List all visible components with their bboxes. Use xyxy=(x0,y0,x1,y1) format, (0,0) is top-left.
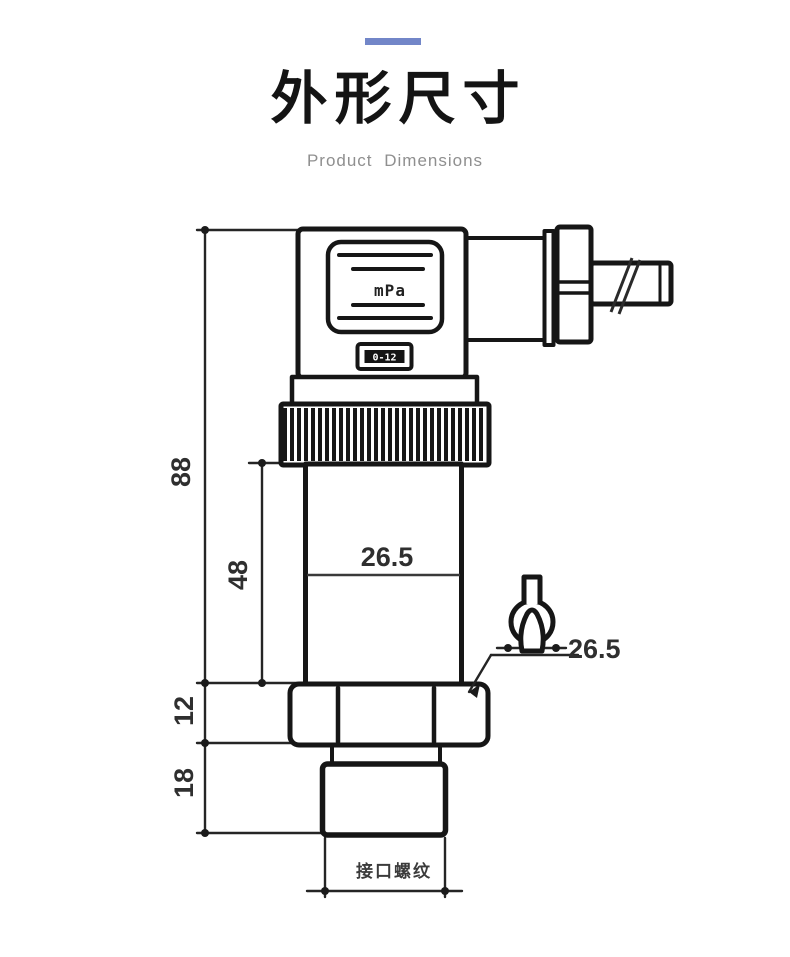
hex-nut xyxy=(287,681,491,748)
dimension-lines xyxy=(195,226,464,899)
transmitter-outline: mPa 0-12 xyxy=(278,224,674,838)
leader-arrowhead xyxy=(469,684,480,698)
gland-flange-grooves xyxy=(557,280,591,295)
dim-label-hex-height: 12 xyxy=(169,696,199,726)
connector-label-plate: 0-12 xyxy=(355,342,414,371)
wrench-stem xyxy=(521,574,543,604)
connector-label-text: 0-12 xyxy=(372,353,396,364)
thread-stub xyxy=(319,761,449,838)
cable-gland xyxy=(464,224,674,347)
dimension-annotations: 26.5 26.5 88 48 12 18 接口螺纹 xyxy=(166,457,620,882)
display-window: mPa xyxy=(325,239,445,335)
collar xyxy=(289,374,480,408)
dim-label-total-height: 88 xyxy=(166,457,196,487)
cable-break-icon xyxy=(609,257,642,315)
leader-diagonal xyxy=(467,653,493,694)
knurl-stripes xyxy=(283,408,483,461)
dim-label-wrench: 26.5 xyxy=(568,634,621,664)
display-unit-text: mPa xyxy=(374,281,406,300)
dim-label-body-height: 48 xyxy=(223,560,253,590)
washer-step xyxy=(330,745,442,766)
knurled-ring xyxy=(278,401,492,468)
wrench-callout: 26.5 xyxy=(467,574,621,698)
dim-label-body-width: 26.5 xyxy=(361,542,414,572)
wrench-jaw xyxy=(518,607,546,654)
dim-label-thread-length: 18 xyxy=(169,768,199,798)
wrench-icon xyxy=(508,574,556,654)
title-accent-bar xyxy=(365,38,421,45)
gland-flange xyxy=(554,224,594,345)
page-subtitle: Product Dimensions xyxy=(306,151,484,170)
gland-ring xyxy=(542,229,556,347)
page-title: 外形尺寸 xyxy=(270,67,527,131)
port-thread-label: 接口螺纹 xyxy=(356,861,432,882)
